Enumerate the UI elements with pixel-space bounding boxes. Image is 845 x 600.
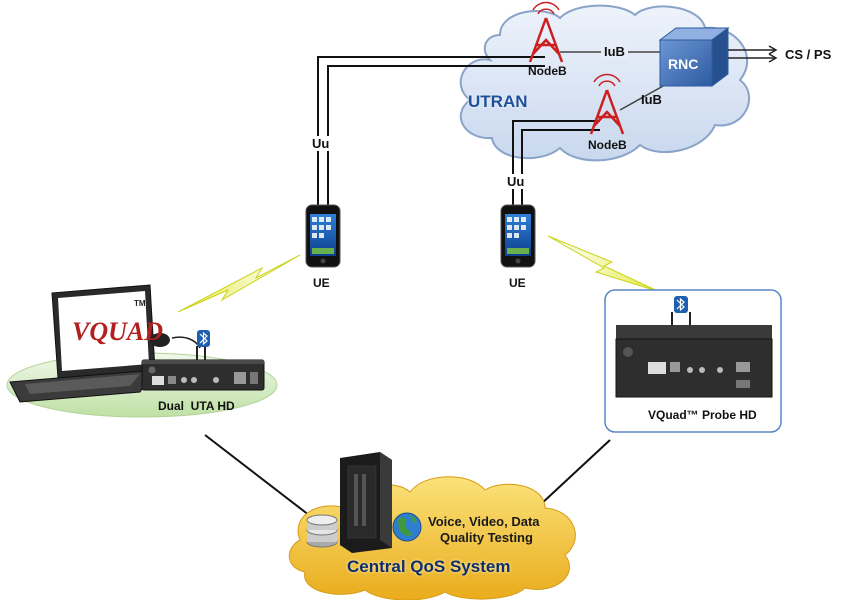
database-disks-icon [306,514,338,548]
laptop-logo: VQUAD [72,317,163,346]
dual-uta-label: Dual UTA HD [158,399,235,413]
ue-right-label: UE [509,276,526,290]
bluetooth-right-icon [674,296,688,313]
rnc-label: RNC [668,56,699,72]
nodeb-bottom-label: NodeB [588,138,627,152]
uu-left-label: Uu [310,136,332,151]
iub-top-label: IuB [601,44,628,59]
core-arrows [728,45,778,63]
testing-line-2: Quality Testing [440,530,533,545]
central-qos-title: Central QoS System [347,557,511,576]
wireless-link-right [547,235,661,293]
laptop-logo-tm: TM [134,299,146,308]
backhaul-links [204,434,611,523]
ue-left-label: UE [313,276,330,290]
laptop-icon [9,284,157,403]
globe-icon [392,512,422,542]
nodeb-top-tower-icon [528,1,564,63]
dual-uta-device [141,346,265,391]
nodeb-top-label: NodeB [528,64,567,78]
nodeb-bottom-tower-icon [589,73,625,135]
uu-right-label: Uu [505,174,527,189]
core-network-label: CS / PS [785,47,832,62]
testing-line-1: Voice, Video, Data [428,514,540,529]
ue-left-phone-icon [305,204,341,268]
probe-device [615,312,773,398]
ue-right-phone-icon [500,204,536,268]
rnc-cube [658,27,730,87]
utran-label: UTRAN [468,92,528,111]
wireless-link-left [177,254,301,313]
iub-bottom-label: IuB [641,92,662,107]
probe-label: VQuad™ Probe HD [648,408,757,422]
uu-cable-left [317,56,545,205]
bluetooth-left-icon [197,330,210,347]
server-tower-icon [340,452,392,553]
